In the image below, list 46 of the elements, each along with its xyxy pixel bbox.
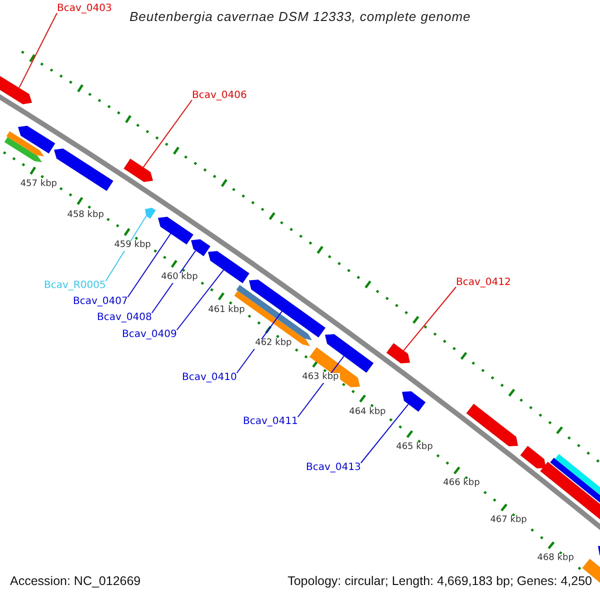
gene-marker (402, 391, 426, 412)
scale-label: 460 kbp (160, 273, 199, 284)
gene-marker (124, 158, 153, 182)
leader-line (360, 404, 409, 464)
gene-marker (249, 280, 326, 338)
gene-marker (4, 137, 42, 162)
gene-label: Bcav_0413 (306, 462, 361, 473)
gene-label: Bcav_0411 (243, 416, 298, 427)
genome-info-text: Topology: circular; Length: 4,669,183 bp; Genes: 4,250 (288, 575, 592, 589)
gene-marker (158, 216, 194, 244)
scale-label: 464 kbp (348, 408, 387, 418)
gene-marker (6, 131, 44, 156)
gene-label: Bcav_0410 (182, 372, 237, 383)
gene-label: Bcav_0412 (456, 277, 511, 288)
leader-line (105, 215, 147, 282)
gene-marker (18, 126, 56, 154)
leader-line (176, 269, 224, 330)
gene-label: Bcav_0408 (97, 312, 152, 323)
gene-marker (466, 404, 518, 446)
gene-label: Bcav_0403 (57, 3, 112, 14)
scale-label: 466 kbp (442, 479, 481, 490)
scale-label: 461 kbp (207, 306, 246, 316)
leader-line (142, 100, 192, 168)
gene-label: Bcav_0406 (192, 90, 247, 101)
scale-label: 458 kbp (66, 210, 105, 220)
gene-marker (208, 251, 250, 284)
scale-label: 459 kbp (113, 241, 152, 252)
gene-label: Bcav_0407 (73, 296, 128, 307)
scale-label: 468 kbp (536, 554, 575, 564)
scale-label: 465 kbp (395, 443, 434, 453)
title: Beutenbergia cavernae DSM 12333, complete genome (130, 10, 471, 24)
scale-label: 463 kbp (301, 372, 340, 383)
gene-marker (520, 446, 546, 468)
gene-marker (191, 239, 210, 256)
gene-marker (145, 208, 156, 219)
scale-label: 467 kbp (489, 516, 528, 526)
gene-marker (386, 343, 410, 364)
scale-label: 462 kbp (254, 338, 293, 349)
accession-text: Accession: NC_012669 (10, 575, 141, 589)
scale-label: 457 kbp (19, 180, 58, 190)
leader-line (127, 233, 172, 298)
gene-label: Bcav_0409 (122, 329, 177, 340)
leader-line (403, 286, 456, 352)
gene-label: Bcav_R0005 (44, 280, 106, 291)
leader-line (18, 12, 58, 88)
gene-marker (325, 334, 374, 373)
